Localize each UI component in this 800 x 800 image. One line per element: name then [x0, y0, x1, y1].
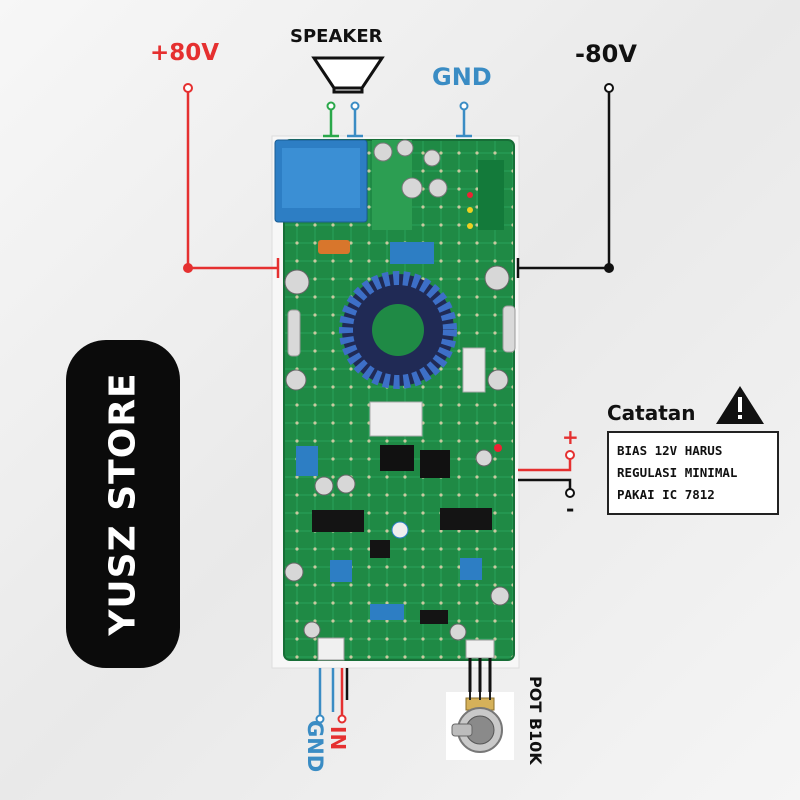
note-line: PAKAI IC 7812 [617, 487, 715, 502]
note-line: REGULASI MINIMAL [617, 465, 738, 480]
wire-minus-80v [516, 83, 614, 278]
label-gnd-top: GND [432, 63, 492, 91]
wire-input [315, 668, 349, 724]
wire-plus-80v [183, 83, 280, 278]
warning-icon [716, 386, 764, 424]
label-minus-80v: -80V [575, 40, 637, 68]
note-line: BIAS 12V HARUS [617, 443, 723, 458]
note-title: Catatan [607, 401, 696, 425]
label-gnd-bottom: GND [303, 720, 327, 773]
label-plus-80v: +80V [150, 40, 220, 66]
pcb-board [271, 135, 520, 669]
note-box: BIAS 12V HARUS REGULASI MINIMAL PAKAI IC… [607, 431, 779, 515]
label-bias-minus: - [566, 497, 575, 521]
pot-connector [465, 639, 495, 659]
potentiometer-icon [446, 692, 514, 760]
label-in: IN [326, 726, 350, 751]
speaker-icon [311, 56, 385, 94]
wire-speaker [323, 101, 363, 138]
store-badge: YUSZ STORE [66, 340, 180, 668]
label-pot: POT B10K [526, 676, 545, 765]
label-bias-plus: + [562, 425, 579, 449]
store-name: YUSZ STORE [102, 372, 144, 636]
input-connector [317, 637, 345, 661]
label-speaker: SPEAKER [290, 26, 383, 47]
wire-bias [518, 450, 575, 498]
wire-gnd-top [456, 101, 472, 138]
